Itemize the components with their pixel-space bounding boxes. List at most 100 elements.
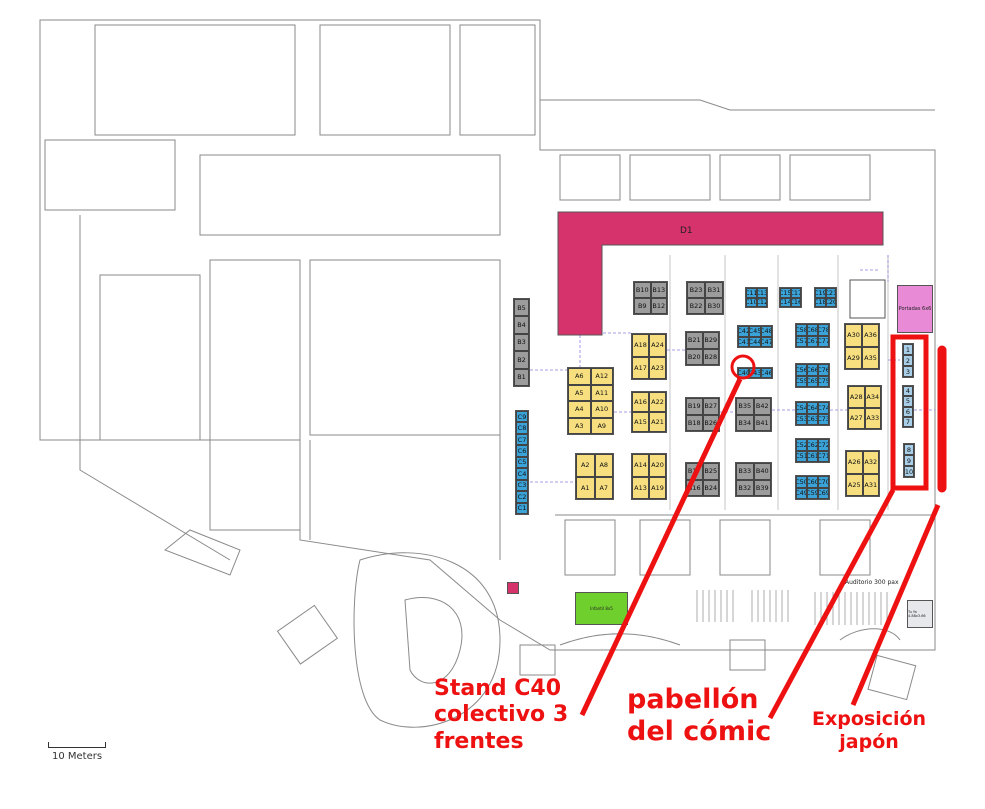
stand-b19[interactable]: B19 [686, 398, 703, 415]
stand-b33[interactable]: B33 [736, 463, 754, 480]
stand-c21[interactable]: C21 [825, 288, 836, 298]
stand-c71[interactable]: C71 [818, 450, 829, 462]
stand-c67[interactable]: C67 [807, 335, 818, 347]
stand-a35[interactable]: A35 [862, 346, 879, 369]
stand-a22[interactable]: A22 [649, 392, 666, 412]
stand-a36[interactable]: A36 [862, 324, 879, 347]
tuya-area[interactable]: Tu Ya 4.88x3.66 [907, 600, 933, 628]
stand-a19[interactable]: A19 [649, 476, 666, 499]
stand-7[interactable]: 7 [903, 416, 913, 427]
stand-a4[interactable]: A4 [568, 401, 591, 418]
stand-b34[interactable]: B34 [736, 414, 754, 431]
stand-c53[interactable]: C53 [796, 413, 807, 425]
stand-a14[interactable]: A14 [632, 454, 649, 477]
stand-a8[interactable]: A8 [594, 454, 613, 477]
stand-c5[interactable]: C5 [516, 456, 528, 469]
stand-b13[interactable]: B13 [650, 282, 667, 298]
stand-a32[interactable]: A32 [862, 451, 879, 474]
stand-a11[interactable]: A11 [590, 384, 613, 401]
stand-c61[interactable]: C61 [807, 450, 818, 462]
stand-b2[interactable]: B2 [514, 351, 529, 369]
stand-a33[interactable]: A33 [864, 407, 881, 429]
stand-c20[interactable]: C20 [825, 297, 836, 307]
stand-b25[interactable]: B25 [702, 463, 719, 480]
stand-c7[interactable]: C7 [516, 433, 528, 446]
stand-b23[interactable]: B23 [687, 282, 705, 298]
stand-c43[interactable]: C43 [749, 368, 761, 378]
stand-3[interactable]: 3 [903, 366, 913, 377]
stand-a31[interactable]: A31 [862, 473, 879, 496]
stand-a21[interactable]: A21 [649, 412, 666, 432]
stand-a23[interactable]: A23 [649, 356, 666, 379]
stand-c65[interactable]: C65 [807, 375, 818, 387]
stand-c57[interactable]: C57 [796, 335, 807, 347]
stand-c75[interactable]: C75 [818, 375, 829, 387]
stand-10[interactable]: 10 [904, 466, 914, 477]
stand-a2[interactable]: A2 [576, 454, 595, 477]
stand-b29[interactable]: B29 [702, 332, 719, 349]
stand-a7[interactable]: A7 [594, 476, 613, 499]
stand-c52[interactable]: C52 [796, 439, 807, 451]
stand-c74[interactable]: C74 [818, 402, 829, 414]
stand-c44[interactable]: C44 [749, 336, 761, 347]
stand-c49[interactable]: C49 [796, 487, 807, 499]
stand-c3[interactable]: C3 [516, 479, 528, 492]
stand-c55[interactable]: C55 [796, 375, 807, 387]
stand-b32[interactable]: B32 [736, 479, 754, 496]
stand-c72[interactable]: C72 [818, 439, 829, 451]
stand-c70[interactable]: C70 [818, 476, 829, 488]
stand-c58[interactable]: C58 [796, 324, 807, 336]
stand-b39[interactable]: B39 [753, 479, 771, 496]
stand-c60[interactable]: C60 [807, 476, 818, 488]
stand-c59[interactable]: C59 [807, 487, 818, 499]
stand-c14[interactable]: C14 [780, 297, 791, 307]
stand-c13[interactable]: C13 [756, 288, 767, 298]
stand-5[interactable]: 5 [903, 396, 913, 407]
stand-b17[interactable]: B17 [686, 463, 703, 480]
stand-a29[interactable]: A29 [845, 346, 862, 369]
stand-9[interactable]: 9 [904, 455, 914, 466]
stand-b22[interactable]: B22 [687, 298, 705, 314]
stand-c73[interactable]: C73 [818, 413, 829, 425]
stand-b5[interactable]: B5 [514, 299, 529, 317]
stand-a13[interactable]: A13 [632, 476, 649, 499]
stand-c62[interactable]: C62 [807, 439, 818, 451]
stand-b30[interactable]: B30 [705, 298, 723, 314]
stand-a30[interactable]: A30 [845, 324, 862, 347]
stand-b16[interactable]: B16 [686, 479, 703, 496]
stand-c48[interactable]: C48 [760, 326, 772, 337]
stand-c66[interactable]: C66 [807, 364, 818, 376]
stand-c8[interactable]: C8 [516, 422, 528, 434]
stand-a17[interactable]: A17 [632, 356, 649, 379]
stand-b41[interactable]: B41 [753, 414, 771, 431]
stand-c40[interactable]: C40 [738, 368, 750, 378]
stand-b21[interactable]: B21 [686, 332, 703, 349]
stand-b24[interactable]: B24 [702, 479, 719, 496]
stand-a10[interactable]: A10 [590, 401, 613, 418]
stand-c69[interactable]: C69 [818, 487, 829, 499]
stand-c56[interactable]: C56 [796, 364, 807, 376]
stand-4[interactable]: 4 [903, 386, 913, 397]
stand-c9[interactable]: C9 [516, 411, 528, 423]
stand-b4[interactable]: B4 [514, 316, 529, 334]
stand-b40[interactable]: B40 [753, 463, 771, 480]
stand-c50[interactable]: C50 [796, 476, 807, 488]
stand-c76[interactable]: C76 [818, 364, 829, 376]
stand-b10[interactable]: B10 [634, 282, 651, 298]
stand-c54[interactable]: C54 [796, 402, 807, 414]
stand-a15[interactable]: A15 [632, 412, 649, 432]
stand-c11[interactable]: C11 [746, 288, 757, 298]
stand-c12[interactable]: C12 [756, 297, 767, 307]
stand-b20[interactable]: B20 [686, 348, 703, 365]
stand-a3[interactable]: A3 [568, 417, 591, 434]
infantil-area[interactable]: Infantil 8x5 [575, 592, 628, 625]
stand-a28[interactable]: A28 [848, 386, 865, 408]
portadas-area[interactable]: Portadas 6x6 [897, 285, 933, 333]
stand-a16[interactable]: A16 [632, 392, 649, 412]
stand-1[interactable]: 1 [903, 344, 913, 355]
stand-a24[interactable]: A24 [649, 334, 666, 357]
stand-b18[interactable]: B18 [686, 414, 703, 431]
stand-a6[interactable]: A6 [568, 368, 591, 385]
stand-c64[interactable]: C64 [807, 402, 818, 414]
stand-c6[interactable]: C6 [516, 445, 528, 457]
